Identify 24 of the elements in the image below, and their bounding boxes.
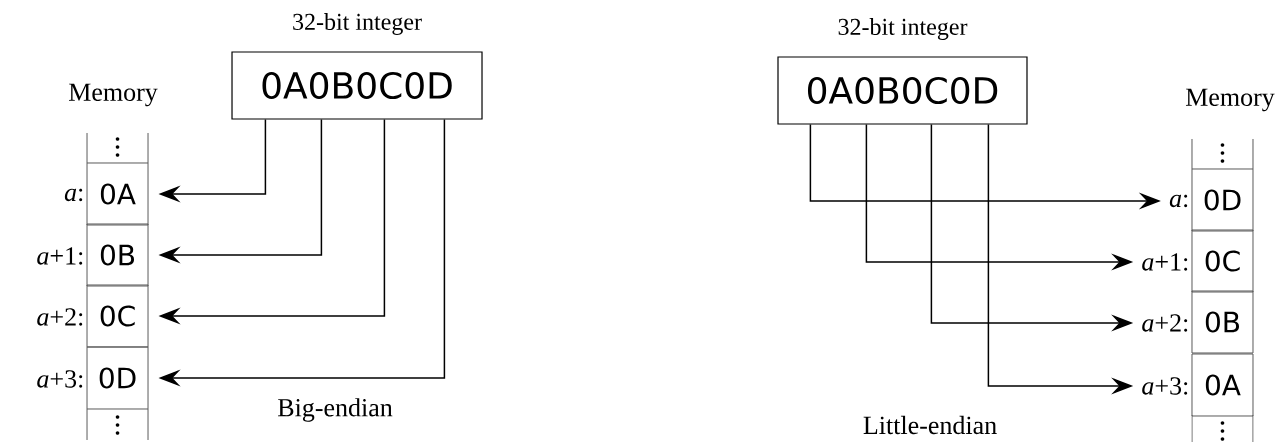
- address-label: a+3:: [37, 370, 83, 388]
- address-label: a+1:: [37, 247, 83, 265]
- memory-cell: 0B: [86, 223, 149, 287]
- caption-label: Memory: [1185, 88, 1275, 112]
- memory-cell: 0C: [1191, 229, 1254, 293]
- memory-cell: 0C: [86, 284, 149, 348]
- memory-cell: 0D: [86, 346, 149, 410]
- address-label: a:: [64, 188, 83, 202]
- address-label: a+3:: [1142, 377, 1188, 395]
- memory-cell: 0D: [1191, 168, 1254, 232]
- integer-box: 0A0B0C0D: [231, 51, 483, 120]
- heading: 32-bit integer: [293, 13, 422, 35]
- address-label: a+2:: [1142, 314, 1188, 332]
- memory-cell: 0A: [86, 162, 149, 226]
- memory-cell: 0A: [1191, 353, 1254, 417]
- integer-box: 0A0B0C0D: [777, 56, 1028, 125]
- memory-cell: 0B: [1191, 290, 1254, 354]
- address-label: a+2:: [37, 308, 83, 326]
- caption-label: Little-endian: [863, 415, 997, 435]
- address-label: a+1:: [1142, 253, 1188, 271]
- caption-label: Memory: [69, 83, 158, 107]
- heading: 32-bit integer: [838, 18, 968, 40]
- caption-label: Big-endian: [278, 398, 393, 422]
- address-label: a:: [1169, 194, 1188, 208]
